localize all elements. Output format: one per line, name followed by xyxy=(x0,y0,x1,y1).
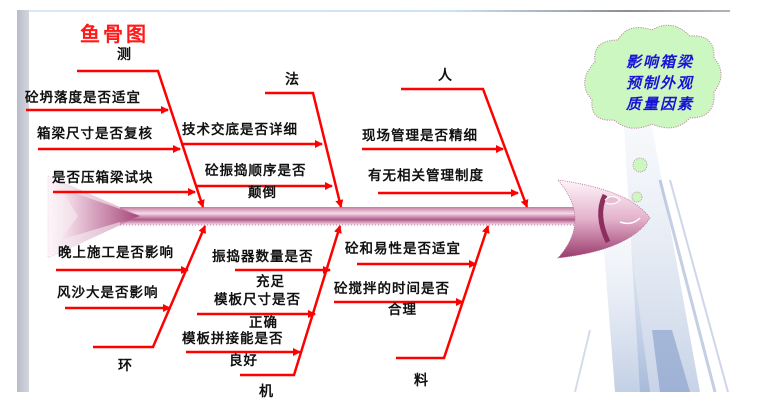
effect-line: 预制外观 xyxy=(625,74,694,92)
fish-tail xyxy=(47,175,141,259)
category-material-label: 料 xyxy=(414,373,428,389)
effect-line: 影响箱梁 xyxy=(625,53,694,71)
cause-material-1: 砼和易性是否适宜 xyxy=(345,241,461,257)
cause-machine-1-cont: 充足 xyxy=(256,274,285,290)
cause-material-2-cont: 合理 xyxy=(388,302,417,318)
upper-bones xyxy=(26,69,529,208)
category-machine-label: 机 xyxy=(259,384,273,400)
cause-measure-3: 是否压箱梁试块 xyxy=(52,170,154,186)
slide-top-line xyxy=(29,10,730,12)
cause-machine-2: 模板尺寸是否 xyxy=(214,292,301,308)
cause-machine-1: 振捣器数量是否 xyxy=(212,249,314,265)
cause-machine-3: 模板拼接能是否 xyxy=(182,331,284,347)
cause-machine-3-cont: 良好 xyxy=(229,353,258,369)
category-measure-label: 测 xyxy=(117,47,131,63)
cause-method-2: 砼振捣顺序是否 xyxy=(205,163,307,179)
cause-method-2-cont: 颠倒 xyxy=(248,185,277,201)
cause-environment-1: 晚上施工是否影响 xyxy=(58,245,174,261)
fish-spine xyxy=(120,207,600,226)
diagram-title: 鱼骨图 xyxy=(80,22,149,46)
cause-measure-1: 砼坍落度是否适宜 xyxy=(25,90,141,106)
effect-line: 质量因素 xyxy=(625,95,694,113)
category-man-label: 人 xyxy=(438,68,452,84)
category-environment-label: 环 xyxy=(118,358,132,374)
fish-head xyxy=(557,179,651,259)
cause-man-2: 有无相关管理制度 xyxy=(368,168,484,184)
effect-cloud xyxy=(584,24,722,203)
cause-environment-2: 风沙大是否影响 xyxy=(57,285,159,301)
cause-measure-2: 箱梁尺寸是否复核 xyxy=(37,126,153,142)
cause-method-1: 技术交底是否详细 xyxy=(182,122,298,138)
cause-machine-2-cont: 正确 xyxy=(249,315,278,331)
cause-material-2: 砼搅拌的时间是否 xyxy=(334,281,450,297)
slide-left-bar xyxy=(17,10,29,392)
category-method-label: 法 xyxy=(285,72,299,88)
cause-man-1: 现场管理是否精细 xyxy=(362,128,478,144)
lower-bones xyxy=(56,225,490,377)
effect-text: 影响箱梁 预制外观 质量因素 xyxy=(605,52,715,115)
